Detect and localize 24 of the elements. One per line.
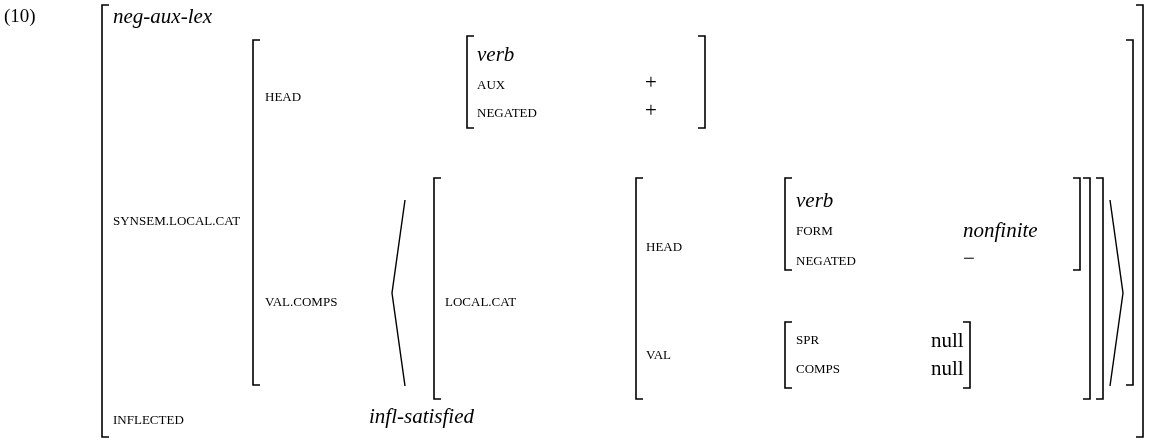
feature-name: COMPS [796, 362, 841, 375]
feature-value: + [645, 100, 657, 121]
feature-name: FORM [796, 224, 833, 237]
type-label: neg-aux-lex [113, 6, 213, 27]
type-label: nonfinite [963, 220, 1038, 241]
example-number: (10) [4, 6, 36, 25]
feature-value: null [931, 358, 964, 379]
type-label: infl-satisfied [369, 406, 474, 427]
type-label: verb [796, 190, 834, 211]
feature-name: LOCAL.CAT [445, 295, 517, 308]
feature-name: VAL.COMPS [265, 295, 338, 308]
feature-name: HEAD [265, 90, 302, 103]
feature-name: NEGATED [477, 106, 537, 119]
type-label: verb [477, 44, 515, 65]
feature-name: NEGATED [796, 254, 856, 267]
feature-name: SPR [796, 333, 820, 346]
feature-name: INFLECTED [113, 413, 184, 426]
feature-value: + [645, 72, 657, 93]
feature-value: − [963, 248, 975, 269]
feature-value: null [931, 330, 964, 351]
feature-name: HEAD [646, 240, 683, 253]
feature-name: VAL [646, 348, 672, 361]
feature-name: AUX [477, 78, 506, 91]
feature-name: SYNSEM.LOCAL.CAT [113, 214, 241, 227]
